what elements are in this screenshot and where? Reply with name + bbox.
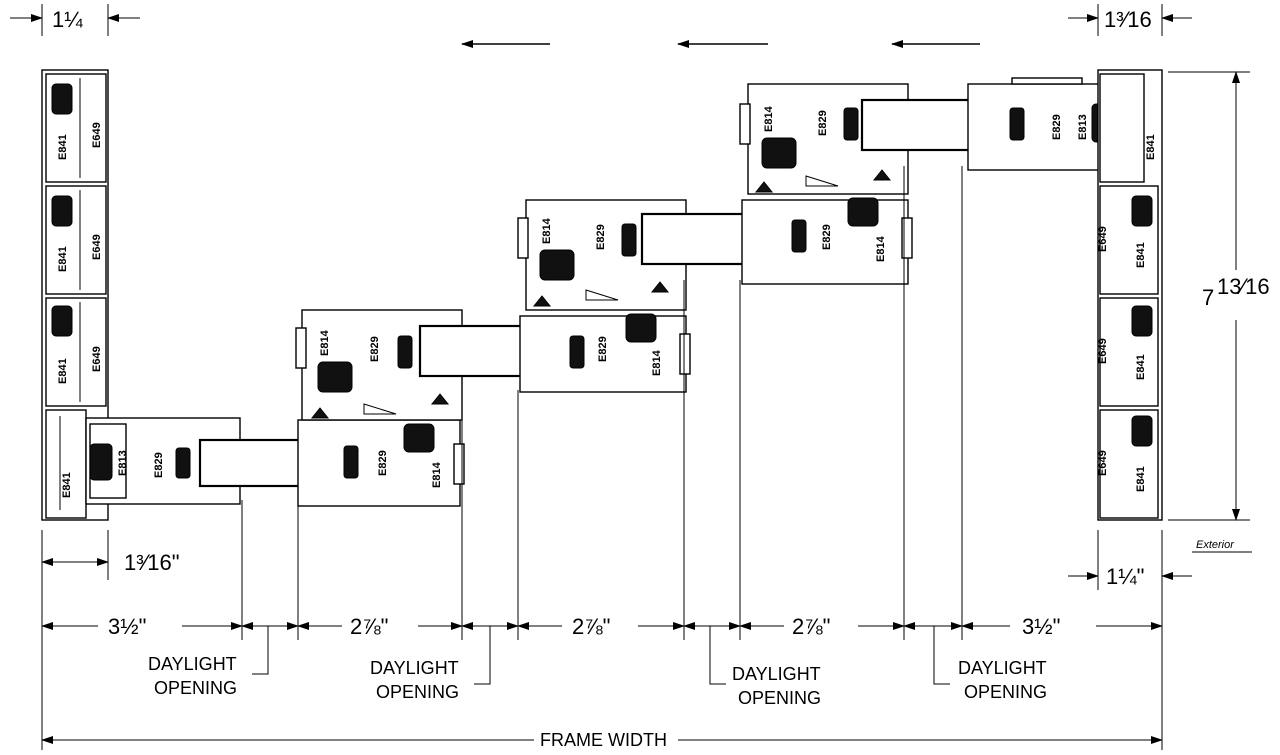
svg-text:E829: E829 <box>369 336 381 362</box>
dim-seg4: 2⅞" <box>792 614 830 639</box>
extension-lines <box>41 166 1163 750</box>
dim-right-offset-text: 1¼" <box>1106 564 1144 589</box>
panel-4: E814 E829 E829 E814 <box>739 83 1004 285</box>
svg-text:E841: E841 <box>1135 466 1147 492</box>
panel-5: E829 E813 <box>967 77 1121 171</box>
dim-height-frac: 13⁄16 <box>1217 274 1270 299</box>
svg-text:E829: E829 <box>1051 114 1063 140</box>
dim-top-right: 1³⁄16 <box>1068 4 1192 36</box>
svg-text:E841: E841 <box>1135 242 1147 268</box>
svg-text:E814: E814 <box>431 461 443 488</box>
left-unit-3: E841 E649 <box>45 297 107 407</box>
svg-text:E649: E649 <box>91 122 103 148</box>
svg-text:E841: E841 <box>57 358 69 384</box>
svg-text:E649: E649 <box>91 234 103 260</box>
dim-seg3: 2⅞" <box>572 614 610 639</box>
left-unit-2: E841 E649 <box>45 185 107 295</box>
right-unit-3: E649 E841 <box>1097 409 1159 519</box>
svg-text:E841: E841 <box>57 134 69 160</box>
daylight-callout-3: DAYLIGHT OPENING <box>709 626 821 708</box>
svg-text:E841: E841 <box>57 246 69 272</box>
svg-text:OPENING: OPENING <box>154 678 237 698</box>
svg-text:E829: E829 <box>377 450 389 476</box>
svg-text:E813: E813 <box>1077 114 1089 140</box>
dim-left-offset-text: 1³⁄16" <box>124 550 180 575</box>
dim-seg1: 3½" <box>108 614 146 639</box>
dim-seg5: 3½" <box>1022 614 1060 639</box>
svg-text:DAYLIGHT: DAYLIGHT <box>732 664 821 684</box>
frame-width-text: FRAME WIDTH <box>540 730 667 750</box>
svg-text:E829: E829 <box>821 224 833 250</box>
svg-text:E841: E841 <box>1135 354 1147 380</box>
dim-seg2: 2⅞" <box>350 614 388 639</box>
svg-text:E814: E814 <box>319 329 331 356</box>
daylight-callout-1: DAYLIGHT OPENING <box>148 626 269 698</box>
svg-text:E649: E649 <box>1097 338 1109 364</box>
dim-height-main: 7 <box>1202 285 1214 310</box>
svg-text:E649: E649 <box>1097 226 1109 252</box>
right-unit-2: E649 E841 <box>1097 297 1159 407</box>
svg-text:DAYLIGHT: DAYLIGHT <box>958 658 1047 678</box>
svg-text:E814: E814 <box>763 105 775 132</box>
dim-top-right-text: 1³⁄16 <box>1104 7 1152 32</box>
svg-text:E649: E649 <box>91 346 103 372</box>
left-unit-4: E841 <box>45 409 87 519</box>
svg-text:E829: E829 <box>595 224 607 250</box>
right-jamb-stack: E841 E649 E841 E649 E841 E649 E841 <box>1097 69 1163 521</box>
svg-text:E829: E829 <box>597 336 609 362</box>
segment-dimensions: 3½" 2⅞" 2⅞" 2⅞" 3½" <box>41 614 1163 639</box>
svg-text:OPENING: OPENING <box>376 682 459 702</box>
right-unit-1: E649 E841 <box>1097 185 1159 295</box>
svg-text:E841: E841 <box>61 472 73 498</box>
svg-text:DAYLIGHT: DAYLIGHT <box>370 658 459 678</box>
svg-text:E829: E829 <box>153 452 165 478</box>
dim-top-left: 1¼ <box>10 4 140 36</box>
daylight-callout-4: DAYLIGHT OPENING <box>933 626 1047 702</box>
dim-left-offset: 1³⁄16" <box>41 550 180 575</box>
svg-text:E841: E841 <box>1145 134 1157 160</box>
left-unit-1: E841 E649 <box>45 73 107 183</box>
panel-1: E813 E829 E829 E814 <box>85 417 465 507</box>
svg-text:E829: E829 <box>817 110 829 136</box>
svg-text:E813: E813 <box>117 450 129 476</box>
svg-text:E814: E814 <box>651 349 663 376</box>
dim-frame-width: FRAME WIDTH <box>41 730 1163 750</box>
svg-text:OPENING: OPENING <box>738 688 821 708</box>
dim-top-left-text: 1¼ <box>52 7 83 32</box>
svg-text:E814: E814 <box>541 217 553 244</box>
svg-text:Exterior: Exterior <box>1196 539 1235 551</box>
dim-right-offset: 1¼" <box>1068 564 1192 589</box>
svg-text:E814: E814 <box>875 235 887 262</box>
svg-text:E649: E649 <box>1097 450 1109 476</box>
dim-height: 7 13⁄16 <box>1168 71 1270 521</box>
svg-text:OPENING: OPENING <box>964 682 1047 702</box>
svg-text:DAYLIGHT: DAYLIGHT <box>148 654 237 674</box>
daylight-callout-2: DAYLIGHT OPENING <box>370 626 491 702</box>
panel-2: E814 E829 <box>295 309 562 421</box>
exterior-label: Exterior <box>1192 539 1252 553</box>
